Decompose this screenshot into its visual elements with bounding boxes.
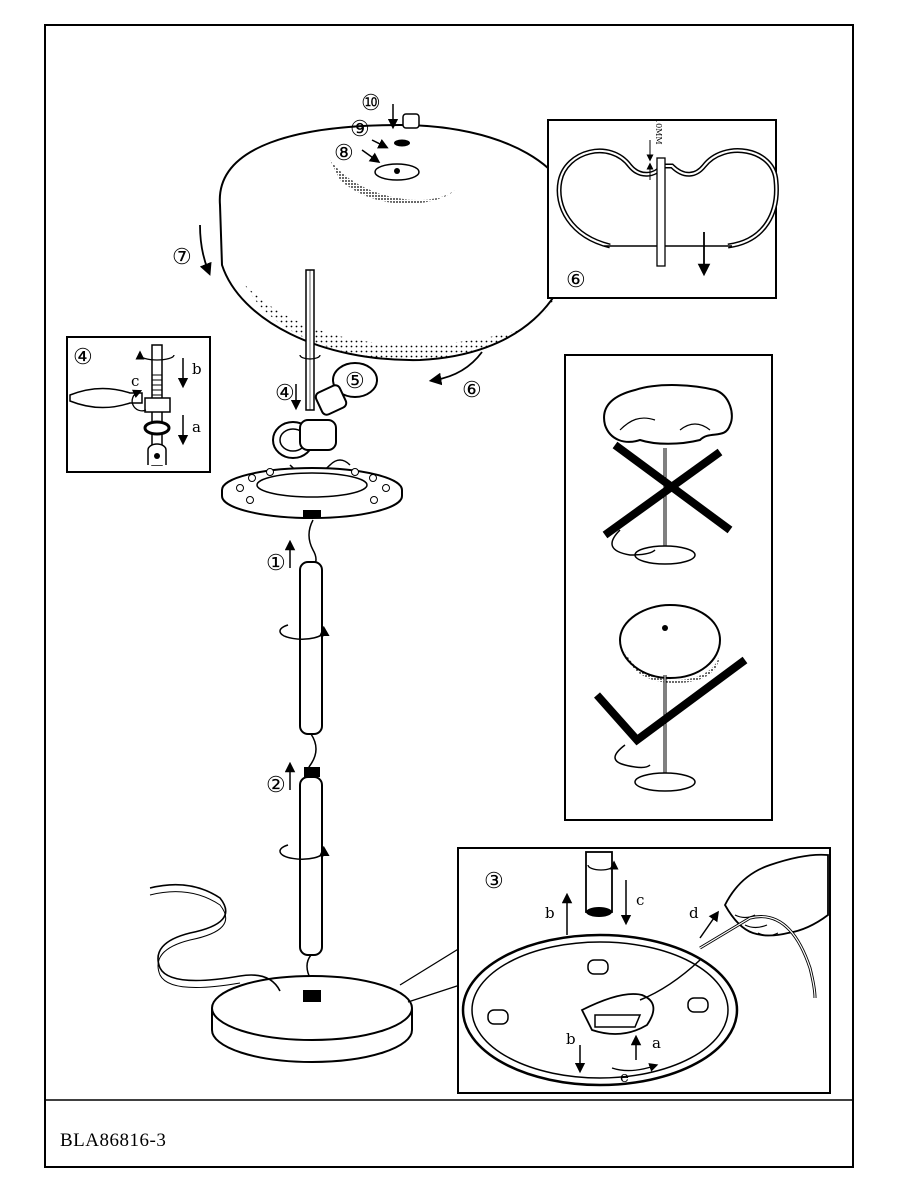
correct-example (594, 603, 748, 792)
detail-3-label-d: d (689, 904, 699, 922)
document-code: BLA86816-3 (60, 1130, 167, 1151)
check-mark (594, 656, 748, 746)
detail-3-label-b-top: b (545, 904, 555, 922)
callout-7: ⑦ (172, 245, 192, 270)
detail-3-label-b-bottom: b (566, 1030, 576, 1048)
threaded-rod (305, 269, 315, 411)
page-frame (44, 24, 854, 1168)
callout-10: ⑩ (361, 91, 381, 116)
detail-3-label-e: e (620, 1068, 629, 1086)
detail-6-callout: ⑥ (566, 268, 586, 293)
callout-8: ⑧ (334, 141, 354, 166)
lamp-sockets: ⑤ (272, 362, 378, 476)
callout-5: ⑤ (345, 369, 365, 394)
upper-tube (279, 519, 330, 735)
detail-panel-3: ③ b c b a e d (399, 847, 831, 1094)
detail-6-dimension: 10MM (654, 118, 663, 145)
shade-mount-plate (221, 467, 403, 519)
detail-3-label-a: a (652, 1034, 661, 1052)
rotate-arrow-7 (199, 224, 212, 276)
detail-4-label-c: c (131, 372, 139, 390)
callout-6: ⑥ (462, 378, 482, 403)
lamp-shade (218, 123, 577, 362)
do-dont-panel (564, 354, 773, 821)
detail-4-label-b: b (192, 360, 202, 378)
top-fittings: ⑩ ⑨ ⑧ (334, 91, 420, 166)
detail-panel-4: ④ b c a (66, 336, 211, 473)
detail-4-label-a: a (192, 418, 201, 436)
floor-base (211, 975, 413, 1063)
callout-4-main: ④ (275, 381, 295, 406)
power-cable (149, 883, 281, 992)
detail-3-callout: ③ (484, 869, 504, 894)
callout-2: ② (266, 773, 286, 798)
detail-panel-6: 10MM ⑥ (547, 118, 779, 299)
detail-4-callout: ④ (73, 345, 93, 370)
detail-3-label-c: c (636, 891, 644, 909)
hand-illustration (723, 853, 829, 937)
callout-1: ① (266, 551, 286, 576)
callout-9: ⑨ (350, 117, 370, 142)
wrong-example (602, 384, 733, 565)
lower-tube (279, 733, 330, 981)
rotate-arrow-6 (428, 351, 483, 386)
